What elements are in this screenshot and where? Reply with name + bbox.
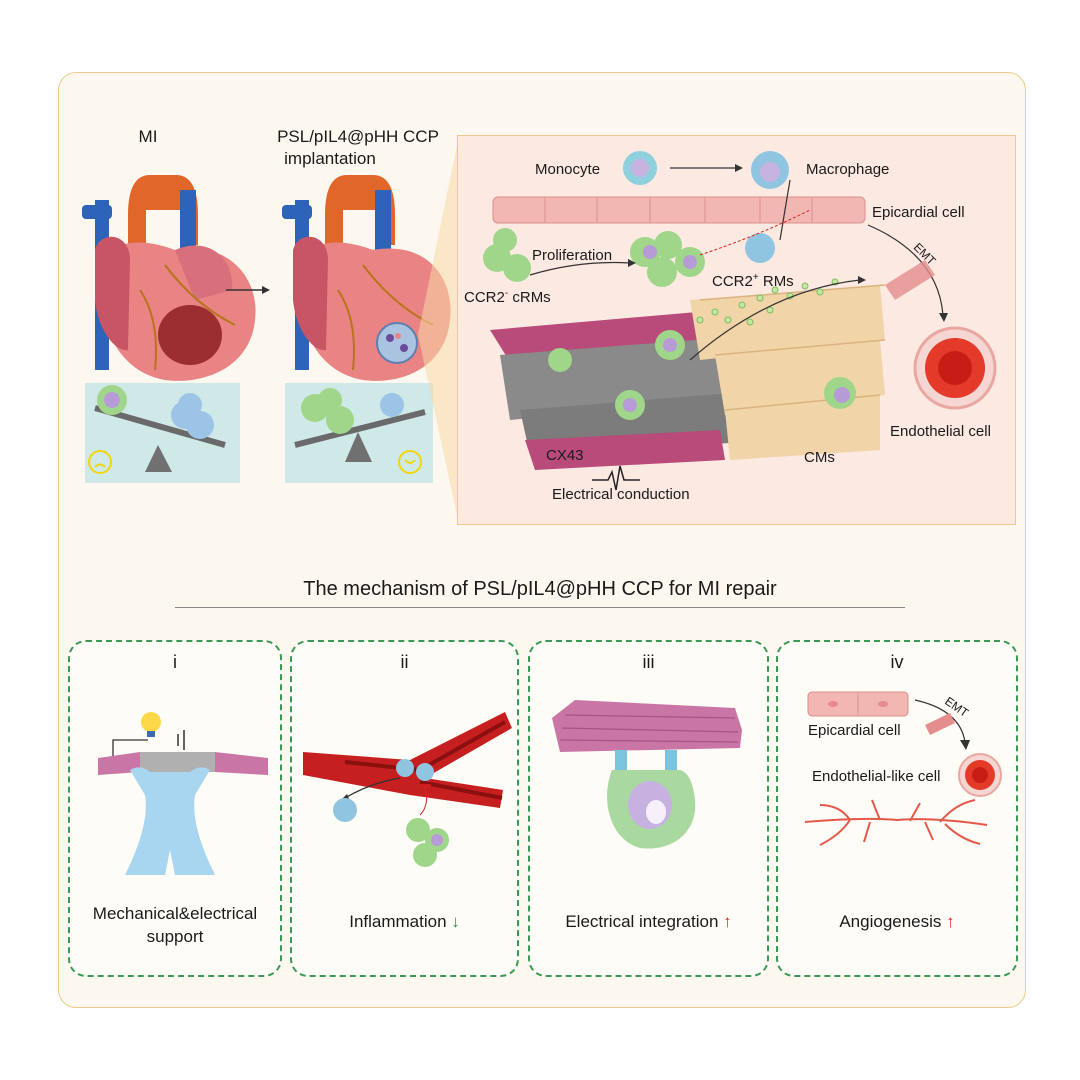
- ccr2-plus-label: CCR2+ RMs: [712, 272, 794, 290]
- epicardial-cell-row: [492, 196, 866, 224]
- proliferation-label: Proliferation: [532, 247, 613, 264]
- section-title: The mechanism of PSL/pIL4@pHH CCP for MI…: [303, 578, 777, 600]
- implantation-label-line1: PSL/pIL4@pHH CCP: [277, 127, 439, 146]
- ccr2-minus-label: CCR2- cRMs: [464, 288, 551, 306]
- panel-iv-caption: Angiogenesis ↑: [778, 912, 1016, 932]
- endothelial-cell-label: Endothelial cell: [890, 423, 991, 440]
- up-arrow-icon: ↑: [723, 912, 732, 931]
- electrical-conduction-label: Electrical conduction: [552, 486, 690, 503]
- panel-ii-caption: Inflammation ↓: [292, 912, 517, 932]
- cardiomyocyte-icon: [552, 700, 742, 752]
- monocyte-label: Monocyte: [535, 161, 601, 178]
- panel-iv-caption-text: Angiogenesis: [839, 912, 942, 931]
- panel-i-numeral: i: [173, 652, 177, 672]
- panel-ii-caption-text: Inflammation: [349, 912, 447, 931]
- panel-iv-numeral: iv: [890, 652, 904, 672]
- macrophage-label: Macrophage: [806, 161, 890, 178]
- panel-ii-numeral: ii: [400, 652, 409, 672]
- panel-i-caption-line2: support: [146, 927, 204, 946]
- up-arrow-icon: ↑: [946, 912, 955, 931]
- panel-i-caption-line1: Mechanical&electrical: [92, 904, 258, 923]
- blood-vessel-network-icon: [804, 799, 988, 846]
- panel-iii-caption-text: Electrical integration: [565, 912, 719, 931]
- implantation-label-line2: implantation: [284, 149, 376, 168]
- cms-label: CMs: [804, 449, 835, 466]
- panel-iii-caption: Electrical integration ↑: [530, 912, 767, 932]
- ccr2-positive-rm-icon: [745, 233, 775, 263]
- panel-iv-endothelial-like-label: Endothelial-like cell: [812, 768, 941, 785]
- macrophage-small-icon: [333, 798, 357, 822]
- seesaw-unbalanced-icon: [88, 385, 226, 474]
- seesaw-balanced-icon: [294, 388, 426, 474]
- lightbulb-icon: [141, 712, 161, 732]
- mi-label: MI: [138, 127, 158, 146]
- panel-iii-numeral: iii: [642, 652, 655, 672]
- cx43-label: CX43: [546, 447, 584, 464]
- cardiomyocyte-bundle-icon: [490, 284, 886, 470]
- ecg-icon: [592, 465, 640, 491]
- epicardial-cell-label: Epicardial cell: [872, 204, 965, 221]
- heart-implant-icon: [282, 175, 451, 381]
- panel-iv-epicardial-label: Epicardial cell: [808, 722, 901, 739]
- section-divider: [175, 607, 905, 608]
- down-arrow-icon: ↓: [451, 912, 460, 931]
- ccr2-negative-cells-icon: [483, 228, 705, 287]
- support-figure-icon: [125, 767, 215, 875]
- panel-ii: ii Inflammation ↓: [290, 640, 519, 977]
- heart-mi-icon: [82, 175, 256, 381]
